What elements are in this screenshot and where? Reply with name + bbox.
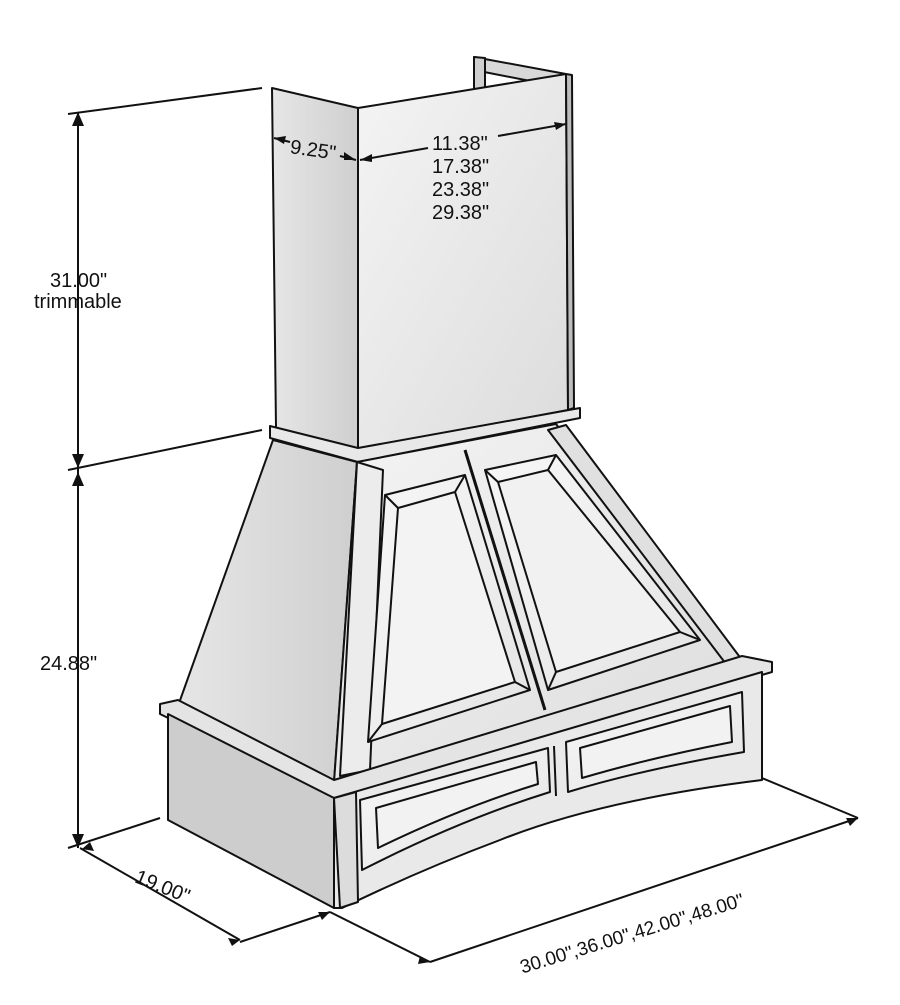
chimney <box>271 56 575 451</box>
chimney-width-label-2: 17.38" <box>432 156 489 178</box>
upper-right-panel <box>484 454 701 691</box>
chimney-height-note: trimmable <box>34 291 122 313</box>
hood-depth-label: 19.00" <box>132 866 193 908</box>
valance <box>159 655 773 909</box>
lower-right-panel <box>565 691 745 793</box>
hood-height-label: 24.88" <box>40 653 97 675</box>
chimney-width-labels: 11.38" 17.38" 23.38" 29.38" <box>432 133 489 224</box>
upper-left-panel <box>367 474 531 743</box>
dimension-arrows <box>72 112 858 964</box>
chimney-height-label: 31.00" <box>50 270 107 292</box>
chimney-width-label-4: 29.38" <box>432 202 489 224</box>
hood-width-label: 30.00",36.00",42.00",48.00" <box>518 890 747 978</box>
dimension-lines <box>67 87 859 963</box>
chimney-front-face <box>357 73 569 451</box>
chimney-width-label-3: 23.38" <box>432 179 489 201</box>
chimney-width-label-1: 11.38" <box>432 133 488 155</box>
lower-left-panel <box>359 747 551 871</box>
collar-molding <box>269 407 581 463</box>
